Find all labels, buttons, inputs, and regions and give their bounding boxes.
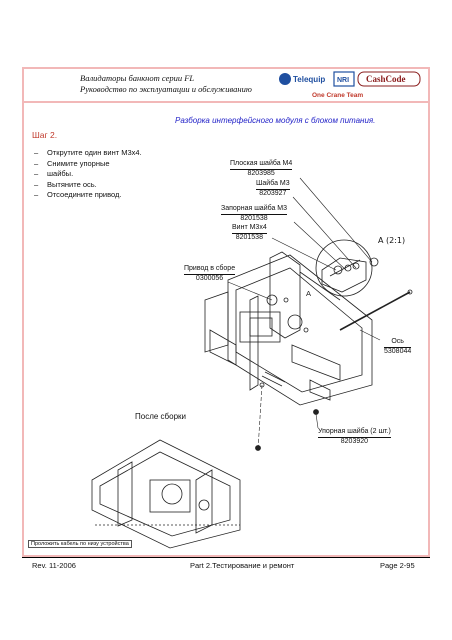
step-label: Шаг 2. bbox=[32, 130, 58, 140]
footer-revision: Rev. 11-2006 bbox=[32, 561, 76, 570]
callout-washer-m3: Шайба М3 8203927 bbox=[256, 180, 290, 197]
step-item: Вытяните ось. bbox=[34, 180, 142, 191]
svg-text:NRI: NRI bbox=[337, 77, 349, 84]
cashcode-logo: CashCode bbox=[357, 71, 421, 87]
callout-thrust-washer: Упорная шайба (2 шт.) 8203920 bbox=[318, 428, 391, 445]
steps-list: Открутите один винт М3х4. Снимите упорны… bbox=[34, 148, 142, 201]
step-item: Открутите один винт М3х4. bbox=[34, 148, 142, 159]
page-frame bbox=[22, 67, 430, 557]
crane-logo: NRI bbox=[333, 71, 355, 87]
callout-axle: Ось 5308044 bbox=[384, 338, 412, 355]
callout-flat-washer: Плоская шайба М4 8203985 bbox=[230, 160, 293, 177]
section-title: Разборка интерфейсного модуля с блоком п… bbox=[175, 116, 376, 125]
callout-drive: Привод в сборе 0300056 bbox=[184, 265, 236, 282]
footer-page-number: Page 2-95 bbox=[380, 561, 415, 570]
chassis-exploded bbox=[204, 251, 373, 406]
telequip-logo: Telequip bbox=[279, 73, 325, 85]
header-rule bbox=[22, 101, 430, 103]
view-marker-a: A bbox=[306, 289, 311, 298]
callout-leaders bbox=[227, 177, 381, 429]
header-title: Валидаторы банкнот серии FL bbox=[80, 73, 195, 83]
brand-logos: Telequip NRI CashCode bbox=[276, 70, 424, 100]
detail-a-label: A (2:1) bbox=[378, 236, 406, 245]
footer-rule bbox=[22, 557, 430, 558]
footer-part: Part 2.Тестирование и ремонт bbox=[190, 561, 295, 570]
callout-screw: Винт М3х4 8201538 bbox=[232, 224, 267, 241]
axle-part bbox=[339, 289, 413, 331]
assembled-view bbox=[91, 439, 241, 549]
logo-team-tagline: One Crane Team bbox=[312, 92, 364, 99]
step-item: Отсоедините привод. bbox=[34, 190, 142, 201]
svg-text:Telequip: Telequip bbox=[293, 75, 325, 84]
callout-lock-washer: Запорная шайба М3 8201538 bbox=[221, 205, 288, 222]
svg-text:CashCode: CashCode bbox=[366, 74, 406, 84]
step-item-continued: шайбы. bbox=[34, 169, 142, 180]
after-assembly-label: После сборки bbox=[135, 412, 186, 421]
detail-a-view bbox=[315, 239, 379, 297]
step-item: Снимите упорные bbox=[34, 159, 142, 170]
cable-routing-note: Проложить кабель по низу устройства bbox=[28, 540, 132, 548]
header-subtitle: Руководство по эксплуатации и обслуживан… bbox=[80, 84, 252, 94]
